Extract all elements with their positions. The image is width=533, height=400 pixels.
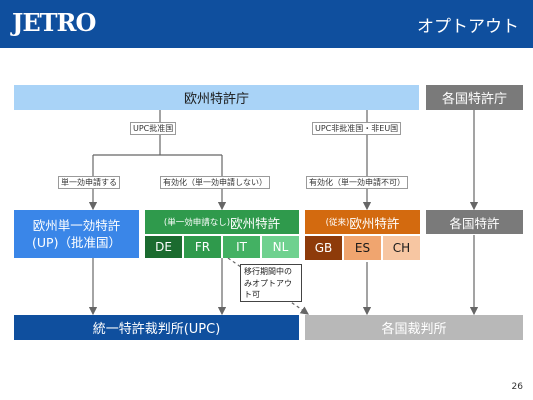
- header-bar: [0, 0, 533, 48]
- country-it-label: IT: [236, 240, 247, 254]
- national-court-label: 各国裁判所: [381, 322, 447, 337]
- unitary-patent-box: 欧州単一効特許 (UP)（批准国）: [14, 210, 139, 258]
- epo-label: 欧州特許庁: [183, 92, 249, 107]
- country-de-label: DE: [155, 240, 172, 254]
- label-unitary-request: 単一効申請する: [58, 176, 120, 189]
- note-line3: ト可: [244, 290, 260, 299]
- country-es: ES: [344, 236, 381, 260]
- country-nl-label: NL: [272, 240, 289, 254]
- label-upc-ratified: UPC批准国: [130, 122, 177, 135]
- national-court-box: 各国裁判所: [305, 315, 523, 340]
- upc-court-label: 統一特許裁判所(UPC): [92, 322, 221, 337]
- country-fr: FR: [184, 236, 221, 258]
- unitary-patent-line1: 欧州単一効特許: [32, 218, 121, 233]
- ep-no-request-main: 欧州特許: [230, 215, 281, 231]
- epo-box: 欧州特許庁: [14, 85, 419, 110]
- national-office-label: 各国特許庁: [441, 92, 507, 107]
- country-gb-label: GB: [314, 241, 333, 255]
- label-validation-not-possible: 有効化（単一効申請不可）: [306, 176, 408, 189]
- ep-no-request-box: (単一効申請なし) 欧州特許: [145, 210, 299, 234]
- ep-no-request-prefix: (単一効申請なし): [163, 218, 231, 228]
- country-ch-label: CH: [392, 241, 411, 255]
- page-title: オプトアウト: [417, 17, 519, 37]
- page-number: 26: [511, 382, 523, 392]
- country-es-label: ES: [354, 241, 371, 255]
- upc-court-box: 統一特許裁判所(UPC): [14, 315, 299, 340]
- country-ch: CH: [383, 236, 420, 260]
- ep-conventional-prefix: (従来): [325, 218, 350, 228]
- note-line2: みオプトアウ: [244, 278, 292, 288]
- ep-conventional-main: 欧州特許: [349, 215, 400, 231]
- national-office-box: 各国特許庁: [426, 85, 523, 110]
- country-de: DE: [145, 236, 182, 258]
- label-validation-no-request: 有効化（単一効申請しない）: [160, 176, 270, 189]
- national-patent-label: 各国特許: [449, 215, 500, 231]
- ep-conventional-box: (従来) 欧州特許: [305, 210, 420, 234]
- jetro-logo: JETRO: [12, 8, 96, 37]
- country-nl: NL: [262, 236, 299, 258]
- country-fr-label: FR: [194, 240, 211, 254]
- national-patent-box: 各国特許: [426, 210, 523, 234]
- country-it: IT: [223, 236, 260, 258]
- opt-out-note: 移行期間中の みオプトアウ ト可: [240, 264, 302, 302]
- country-gb: GB: [305, 236, 342, 260]
- unitary-patent-line2: (UP)（批准国）: [32, 235, 121, 250]
- note-line1: 移行期間中の: [244, 267, 292, 276]
- label-upc-non-ratified: UPC非批准国・非EU国: [312, 122, 402, 135]
